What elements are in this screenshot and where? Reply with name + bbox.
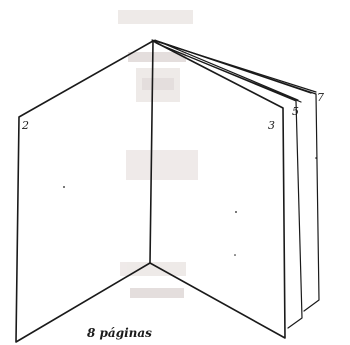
speck: [63, 186, 65, 188]
speck: [234, 254, 236, 256]
page-number-2: 2: [21, 119, 29, 132]
speck: [315, 157, 317, 159]
speck: [235, 211, 237, 213]
page-number-5: 5: [292, 105, 299, 118]
caption: 8 páginas: [87, 326, 152, 340]
page-number-7: 7: [317, 91, 324, 104]
page-number-3: 3: [268, 119, 275, 132]
